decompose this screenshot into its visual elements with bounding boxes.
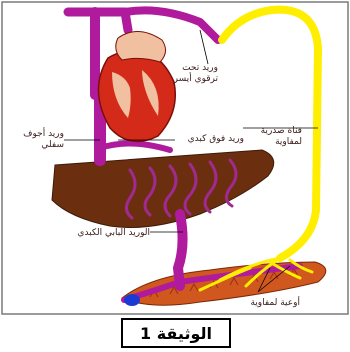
label-lymphatic-vessels: أوعية لمفاوية [250, 296, 300, 308]
blood-vessel-end [124, 294, 140, 306]
label-hepatic-portal-vein: الوريد البابي الكبدي [77, 228, 150, 238]
figure-caption: الوثيقة 1 [121, 318, 231, 348]
hepatic-portal-vein [178, 214, 183, 286]
label-hepatic-vein: وريد فوق كبدي [188, 134, 244, 144]
